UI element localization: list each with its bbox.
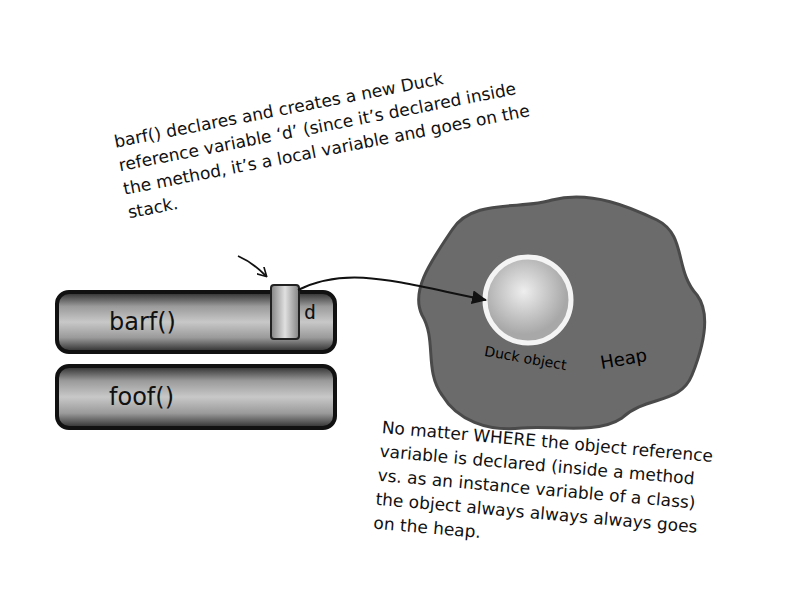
duck-object: Duck object — [480, 252, 580, 382]
stack-frame: foof() — [55, 364, 337, 430]
stack-frame: barf() d — [55, 290, 337, 354]
node-label: d — [304, 300, 316, 324]
annotation-note: barf() declares and creates a new Duck r… — [112, 50, 543, 224]
node-label: Duck object — [483, 343, 568, 373]
heap-region: HeapDuck object — [412, 190, 712, 435]
object-circle — [480, 252, 576, 348]
node-label: barf() — [109, 308, 176, 336]
annotation-note: No matter WHERE the object reference var… — [373, 415, 717, 564]
reference-arrow — [298, 277, 486, 300]
reference-variable: d — [270, 284, 300, 340]
node-label: foof() — [109, 383, 174, 411]
